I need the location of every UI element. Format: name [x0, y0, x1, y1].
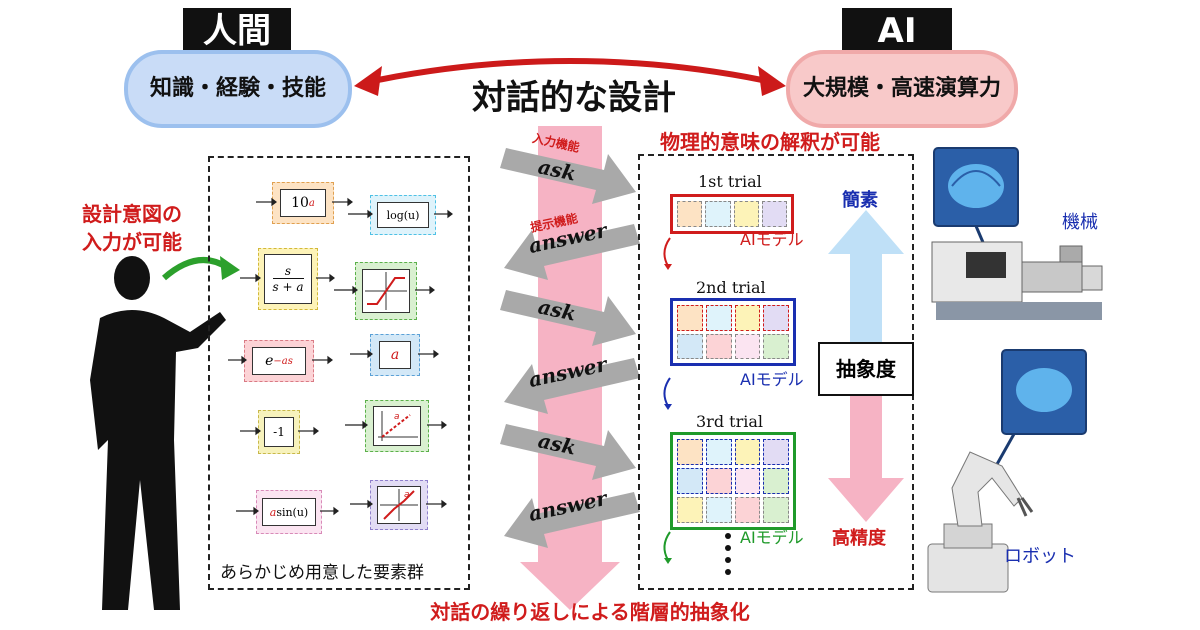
trial-1-label: 1st trial: [698, 172, 762, 191]
physical-meaning-caption: 物理的意味の解釈が可能: [660, 130, 880, 154]
trial-3-ai-model: AIモデル: [740, 528, 804, 547]
block-deadzone: a: [370, 480, 428, 530]
human-tag: 人間: [183, 8, 291, 54]
machine-illustration: [931, 147, 1103, 320]
block-gain-text: a: [379, 341, 411, 369]
ai-pill: 大規模・高速演算力: [786, 50, 1018, 128]
trial-3-model: [670, 432, 796, 530]
trial-1-model: [670, 194, 794, 234]
block-log-text: log(u): [377, 202, 429, 228]
ramp-a: a: [394, 412, 400, 422]
dialogue-arrow: [354, 58, 786, 96]
delay-base: e: [265, 353, 274, 369]
element-library-box: [208, 156, 470, 590]
trial-2-ai-model: AIモデル: [740, 370, 804, 389]
deadzone-a: a: [404, 490, 410, 500]
continuation-dots: [725, 533, 731, 575]
sin-a: a: [269, 505, 277, 519]
block-wires: [228, 197, 453, 516]
transfer-denominator: s + a: [272, 278, 304, 294]
arrow-answer-1: [504, 224, 640, 280]
robot-illustration: [927, 349, 1087, 593]
element-library-caption: あらかじめ用意した要素群: [220, 563, 424, 583]
pink-band-arrow: [520, 126, 620, 610]
block-saturation: [355, 262, 417, 320]
arrow-answer-2: [504, 358, 640, 414]
human-pill-label: 知識・経験・技能: [149, 76, 326, 101]
abstraction-box: 抽象度: [818, 342, 914, 396]
robot-label: ロボット: [1004, 546, 1076, 567]
block-log: log(u): [370, 195, 436, 235]
intent-label-2: 入力が可能: [82, 230, 182, 254]
trial-2-curve-arrow: [663, 377, 672, 410]
abstraction-scale: [828, 210, 904, 522]
arrow-answer-3: [504, 492, 640, 548]
trial-1-curve-arrow: [663, 237, 672, 270]
trial-3-curve-arrow: [663, 531, 672, 564]
abstraction-label: 抽象度: [836, 357, 896, 381]
simple-label: 簡素: [842, 190, 878, 211]
bottom-caption: 対話の繰り返しによる階層的抽象化: [430, 600, 750, 624]
human-silhouette: [90, 256, 226, 610]
intent-label-1: 設計意図の: [82, 202, 182, 226]
human-pill: 知識・経験・技能: [124, 50, 352, 128]
center-title: 対話的な設計: [472, 78, 676, 118]
ramp-icon: a: [373, 406, 421, 446]
block-10a-base: 10: [291, 195, 309, 211]
trial-1-ai-model: AIモデル: [740, 230, 804, 249]
block-minus1: -1: [258, 410, 300, 454]
block-delay: e−as: [244, 340, 314, 382]
arrow-ask-1: [500, 148, 636, 204]
block-gain: a: [370, 334, 420, 376]
delay-exp: −as: [273, 355, 293, 367]
saturation-icon: [362, 269, 410, 313]
ai-tag: AI: [842, 8, 952, 54]
precision-label: 高精度: [832, 528, 886, 549]
trial-2-model: [670, 298, 796, 366]
machine-label: 機械: [1062, 212, 1098, 233]
arrow-ask-3: [500, 424, 636, 480]
trial-2-label: 2nd trial: [696, 278, 766, 297]
deadzone-icon: a: [377, 486, 421, 524]
block-minus1-text: -1: [264, 417, 294, 447]
trial-3-label: 3rd trial: [696, 412, 764, 431]
arrow-ask-2: [500, 290, 636, 346]
block-ramp: a: [365, 400, 429, 452]
block-10a-exp: a: [308, 197, 315, 209]
sin-text: sin(u): [276, 505, 309, 519]
ai-pill-label: 大規模・高速演算力: [802, 76, 1001, 101]
intent-arrow: [162, 256, 240, 281]
transfer-numerator: s: [284, 264, 292, 278]
